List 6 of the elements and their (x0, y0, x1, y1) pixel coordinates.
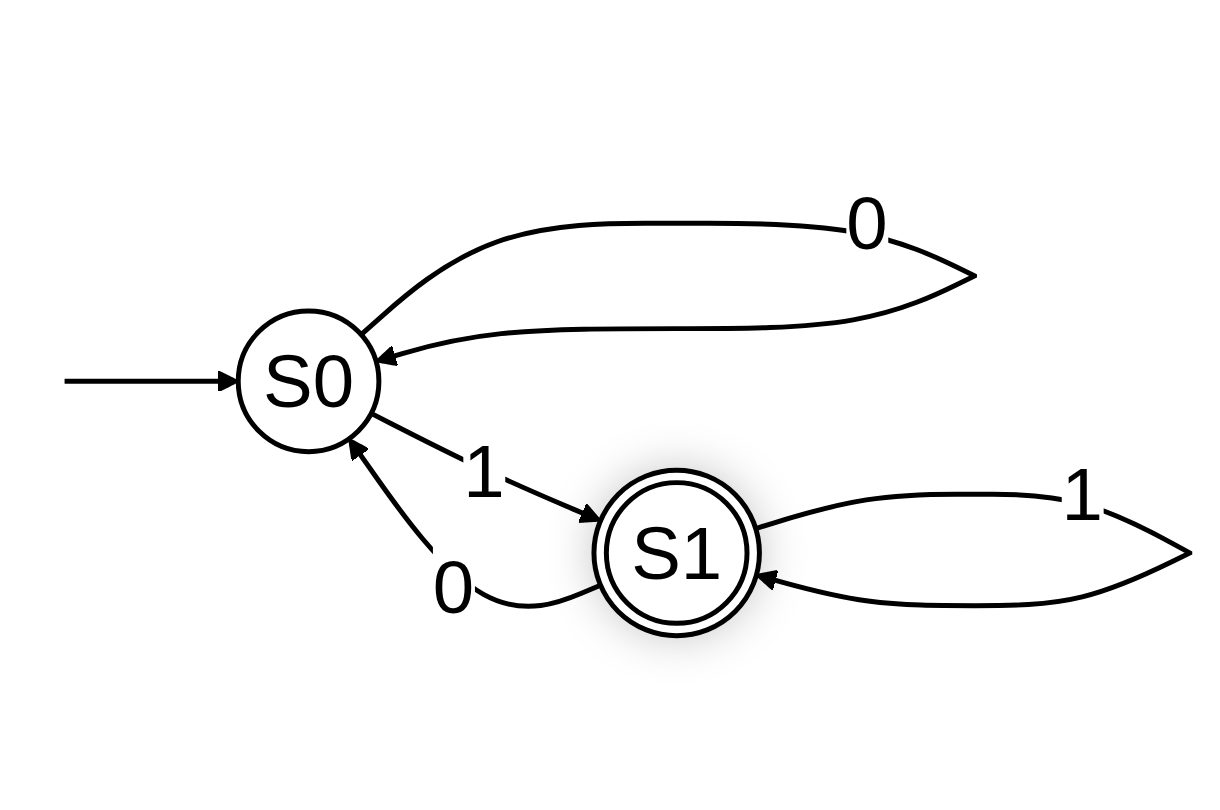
edge-label: 1 (1061, 453, 1103, 536)
edge-label: 1 (463, 430, 505, 512)
node-circle: S1 (591, 467, 762, 639)
edge-label: 0 (846, 182, 888, 265)
edge-label: 0 (432, 545, 475, 628)
node-circle: S0 (235, 308, 382, 455)
